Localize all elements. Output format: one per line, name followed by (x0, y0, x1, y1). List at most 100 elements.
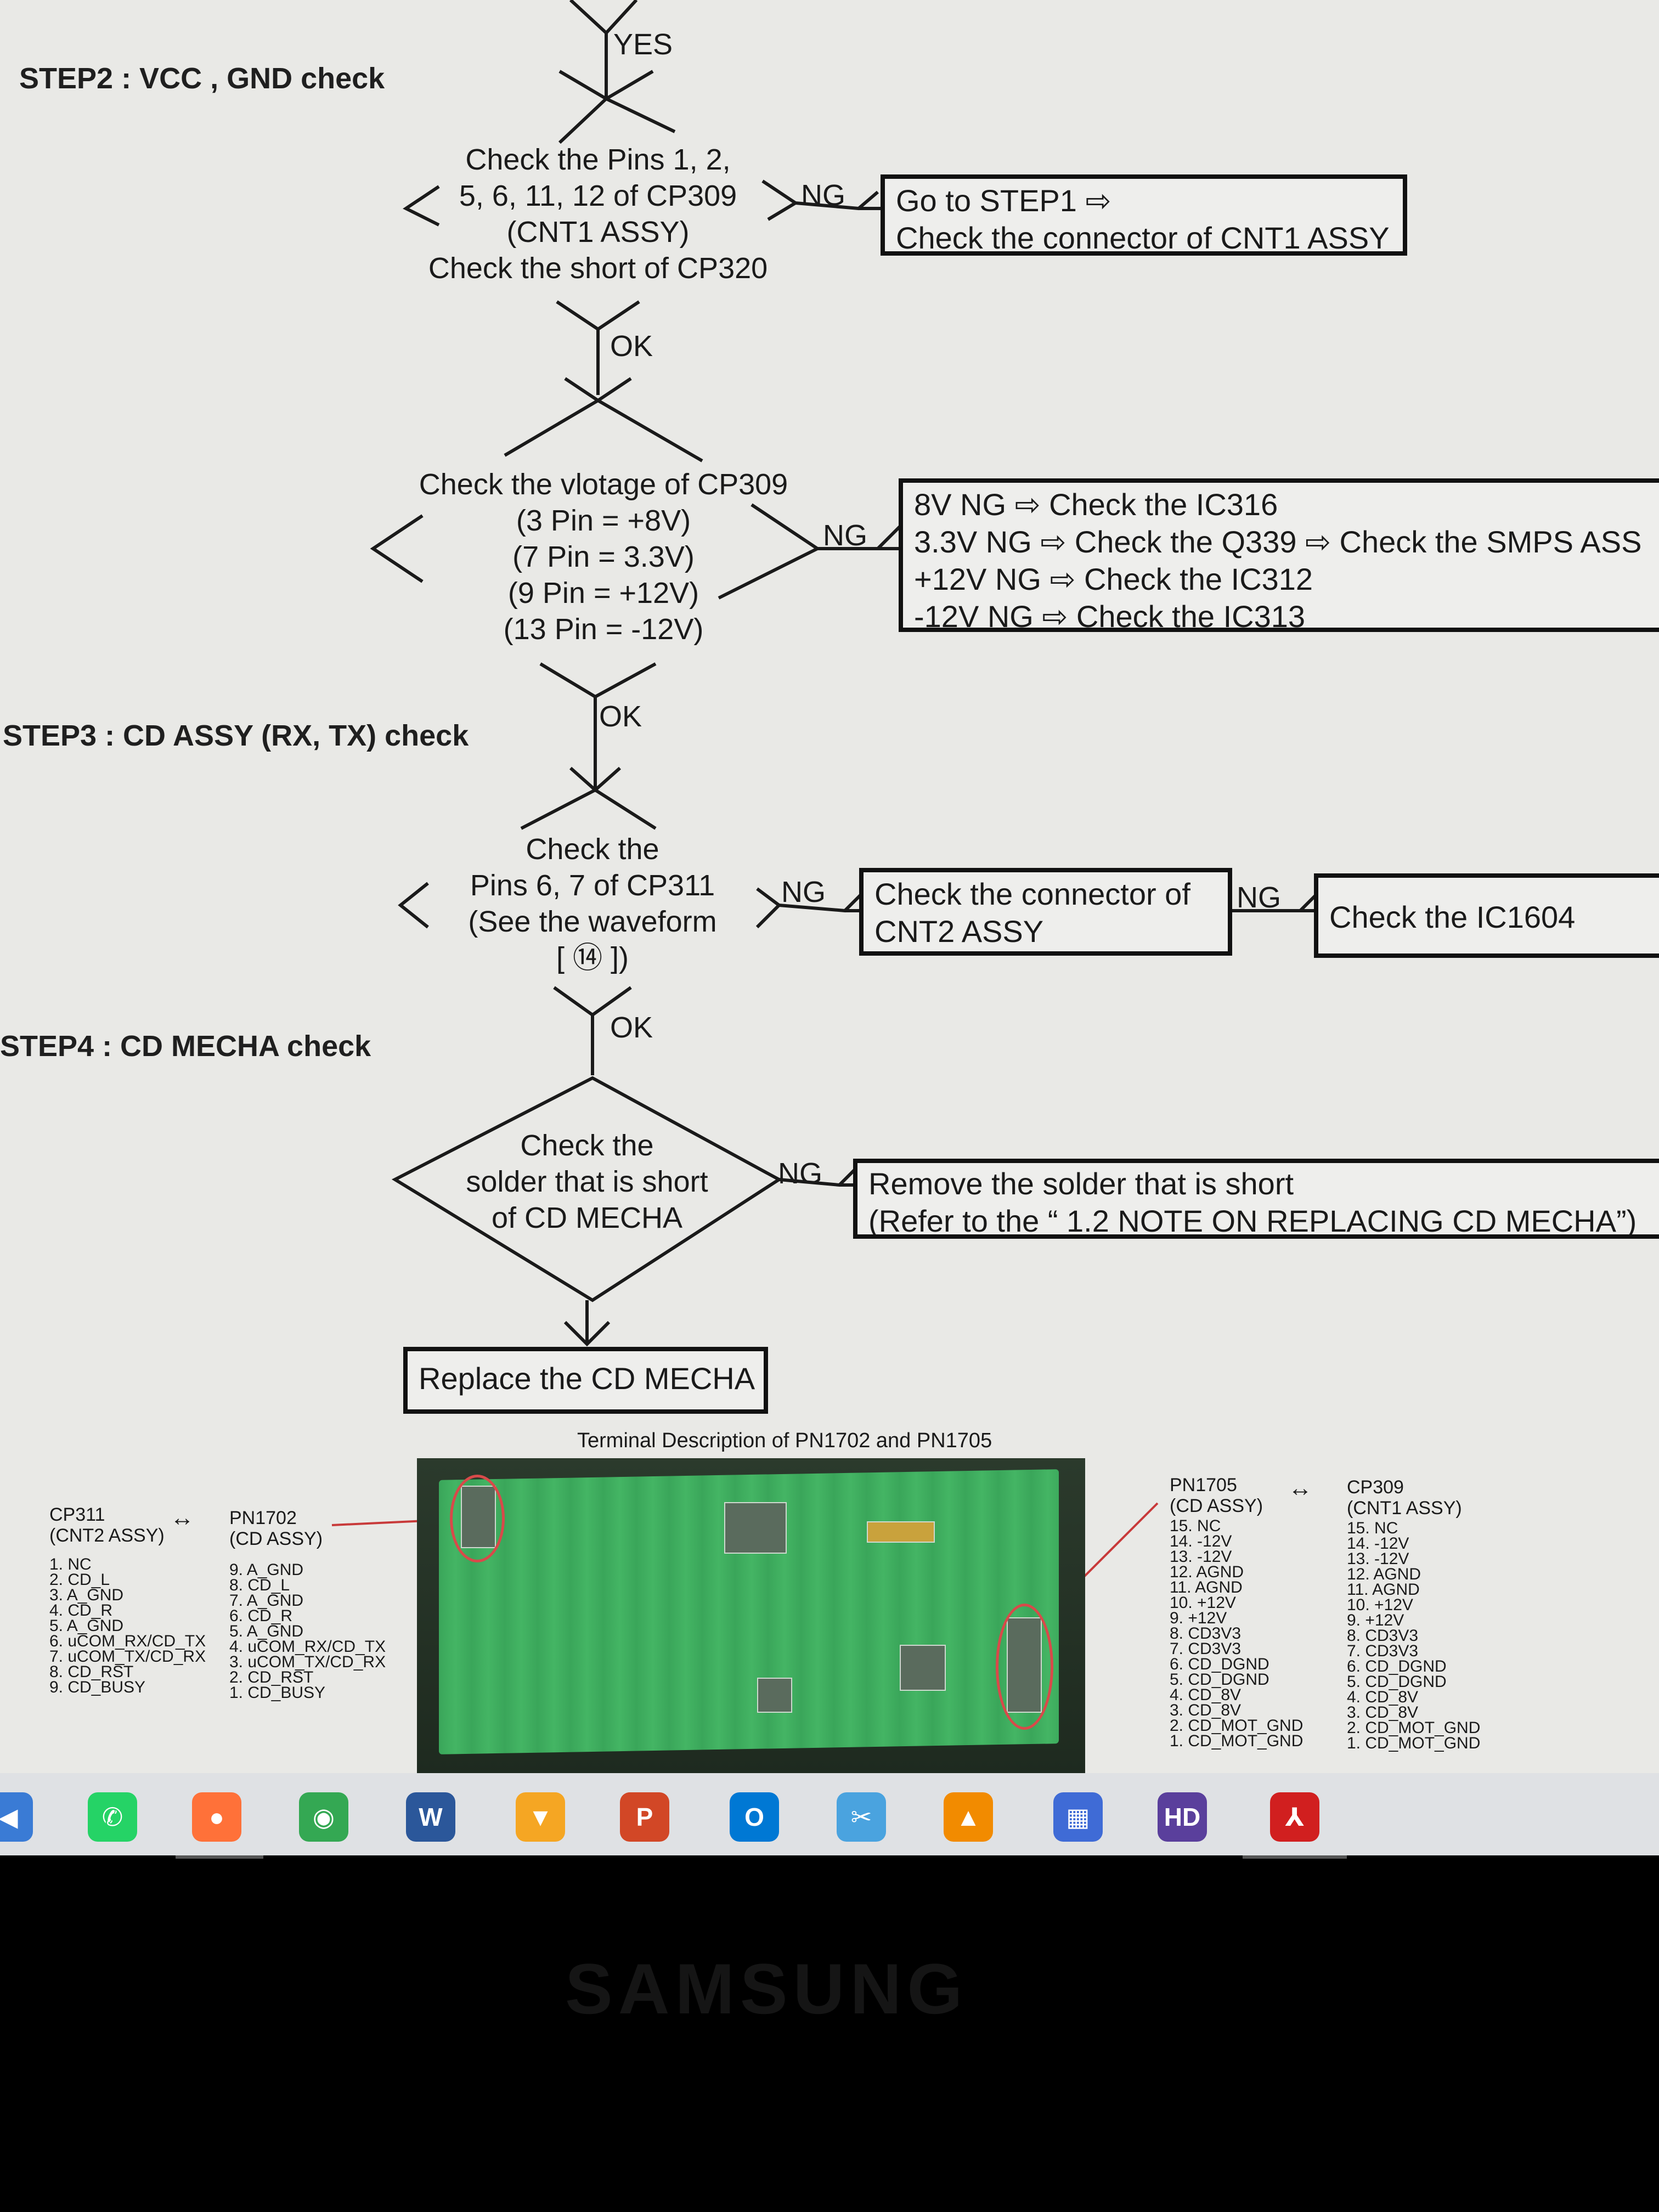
ng-label-2: NG (823, 519, 867, 552)
monitor-brand: SAMSUNG (565, 1949, 968, 2029)
pn1702-highlight (450, 1475, 505, 1562)
table-head: (CNT1 ASSY) (1347, 1498, 1462, 1519)
vpn-icon[interactable]: ▼ (516, 1792, 565, 1842)
pin-row: 11. AGND (1347, 1581, 1420, 1599)
box-line: Go to STEP1 ⇨ (896, 183, 1111, 218)
box-line: Replace the CD MECHA (419, 1361, 755, 1396)
action-box-replace-cd-mecha: Replace the CD MECHA (403, 1347, 768, 1414)
box-line: 8V NG ⇨ Check the IC316 (914, 487, 1278, 522)
chrome-icon[interactable]: ◉ (299, 1792, 348, 1842)
step2-title: STEP2 : VCC , GND check (19, 62, 385, 95)
pin-row: 12. AGND (1347, 1565, 1421, 1583)
acrobat-icon[interactable]: ⅄ (1270, 1792, 1319, 1842)
ng-label-5: NG (778, 1157, 822, 1190)
pin-row: 6. uCOM_RX/CD_TX (49, 1632, 206, 1650)
pin-row: 4. CD_8V (1347, 1688, 1419, 1706)
action-box-go-step1: Go to STEP1 ⇨ Check the connector of CNT… (881, 174, 1407, 256)
decision-solder-short: Check the solder that is short of CD MEC… (433, 1127, 741, 1236)
decision-line: [ ⑭ ]) (556, 941, 629, 974)
pin-row: 4. uCOM_RX/CD_TX (229, 1638, 386, 1656)
box-line: (Refer to the “ 1.2 NOTE ON REPLACING CD… (868, 1204, 1637, 1238)
pin-row: 8. CD_L (229, 1576, 290, 1594)
powerpoint-icon[interactable]: P (620, 1792, 669, 1842)
taskbar: ◀ ✆ ● ◉ W ▼ P O ✂ ▲ ▦ HD ⅄ (0, 1773, 1659, 1859)
pin-row: 6. CD_DGND (1170, 1655, 1269, 1673)
snipping-icon[interactable]: ✂ (837, 1792, 886, 1842)
table-head: CP311 (49, 1504, 105, 1525)
winrar-icon[interactable]: HD (1158, 1792, 1207, 1842)
decision-line: Check the Pins 1, 2, (465, 143, 731, 176)
pin-row: 5. A_GND (229, 1622, 304, 1640)
box-line: Check the connector of CNT1 ASSY (896, 221, 1390, 255)
pin-row: 13. -12V (1170, 1548, 1232, 1566)
pin-row: 7. uCOM_TX/CD_RX (49, 1647, 206, 1666)
pcb-photo (417, 1458, 1085, 1778)
ng-label-4: NG (1237, 881, 1281, 914)
vlc-icon[interactable]: ▲ (944, 1792, 993, 1842)
pin-row: 2. CD_RST (229, 1668, 314, 1686)
swap-arrow-right: ↔ (1288, 1475, 1312, 1502)
flowchart-lines (331, 0, 1318, 1598)
step3-title: STEP3 : CD ASSY (RX, TX) check (3, 719, 469, 752)
action-box-remove-solder: Remove the solder that is short (Refer t… (853, 1159, 1659, 1239)
decision-line: (See the waveform (468, 905, 717, 938)
box-line: CNT2 ASSY (874, 914, 1044, 949)
calculator-icon[interactable]: ▦ (1053, 1792, 1103, 1842)
pin-row: 8. CD_RST (49, 1663, 134, 1681)
terminal-title: Terminal Description of PN1702 and PN170… (577, 1429, 992, 1452)
decision-line: (13 Pin = -12V) (503, 613, 704, 646)
decision-line: Pins 6, 7 of CP311 (470, 869, 715, 902)
whatsapp-icon[interactable]: ✆ (88, 1792, 137, 1842)
table-head: (CNT2 ASSY) (49, 1525, 165, 1546)
pin-row: 9. +12V (1170, 1609, 1227, 1627)
pin-row: 9. +12V (1347, 1611, 1404, 1629)
pcb-chip (900, 1645, 946, 1691)
pin-row: 3. CD_8V (1347, 1703, 1419, 1722)
start-arrow-icon[interactable]: ◀ (0, 1792, 33, 1842)
decision-line: Check the (526, 833, 659, 866)
pin-row: 8. CD3V3 (1347, 1627, 1419, 1645)
ng-label-1: NG (801, 179, 845, 212)
table-head: (CD ASSY) (229, 1528, 323, 1549)
box-line: Check the IC1604 (1329, 900, 1576, 934)
table-head: CP309 (1347, 1477, 1404, 1498)
pin-row: 2. CD_MOT_GND (1170, 1717, 1304, 1735)
pin-row: 7. A_GND (229, 1592, 304, 1610)
decision-line: Check the vlotage of CP309 (419, 468, 788, 501)
firefox-icon[interactable]: ● (192, 1792, 241, 1842)
pin-row: 1. CD_MOT_GND (1170, 1732, 1304, 1750)
pin-row: 14. -12V (1347, 1534, 1409, 1553)
pin-row: 4. CD_R (49, 1601, 113, 1620)
box-line: 3.3V NG ⇨ Check the Q339 ⇨ Check the SMP… (914, 524, 1642, 559)
pin-row: 7. CD3V3 (1170, 1640, 1242, 1658)
step4-title: STEP4 : CD MECHA check (0, 1030, 371, 1063)
pin-row: 1. CD_BUSY (229, 1684, 326, 1702)
pin-row: 1. CD_MOT_GND (1347, 1734, 1481, 1752)
swap-arrow-left: ↔ (170, 1504, 194, 1531)
pin-row: 10. +12V (1170, 1594, 1236, 1612)
table-head: PN1702 (229, 1508, 297, 1528)
pin-row: 3. CD_8V (1170, 1701, 1242, 1719)
decision-line: solder that is short (466, 1165, 708, 1198)
word-icon[interactable]: W (406, 1792, 455, 1842)
active-indicator (1243, 1855, 1347, 1859)
screen: STEP2 : VCC , GND check STEP3 : CD ASSY … (0, 0, 1659, 1778)
pin-row: 3. uCOM_TX/CD_RX (229, 1653, 386, 1671)
pin-row: 8. CD3V3 (1170, 1624, 1242, 1643)
pin-row: 7. CD3V3 (1347, 1642, 1419, 1660)
outlook-icon[interactable]: O (730, 1792, 779, 1842)
decision-line: Check the short of CP320 (428, 252, 768, 285)
pin-row: 5. CD_DGND (1347, 1673, 1447, 1691)
pin-row: 14. -12V (1170, 1532, 1232, 1550)
decision-line: 5, 6, 11, 12 of CP309 (459, 179, 737, 212)
action-box-ic1604: Check the IC1604 (1314, 873, 1659, 958)
box-line: +12V NG ⇨ Check the IC312 (914, 562, 1313, 596)
pcb-chip (867, 1521, 935, 1543)
decision-line: (7 Pin = 3.3V) (512, 540, 695, 573)
pin-row: 5. A_GND (49, 1617, 124, 1635)
active-indicator (176, 1855, 263, 1859)
